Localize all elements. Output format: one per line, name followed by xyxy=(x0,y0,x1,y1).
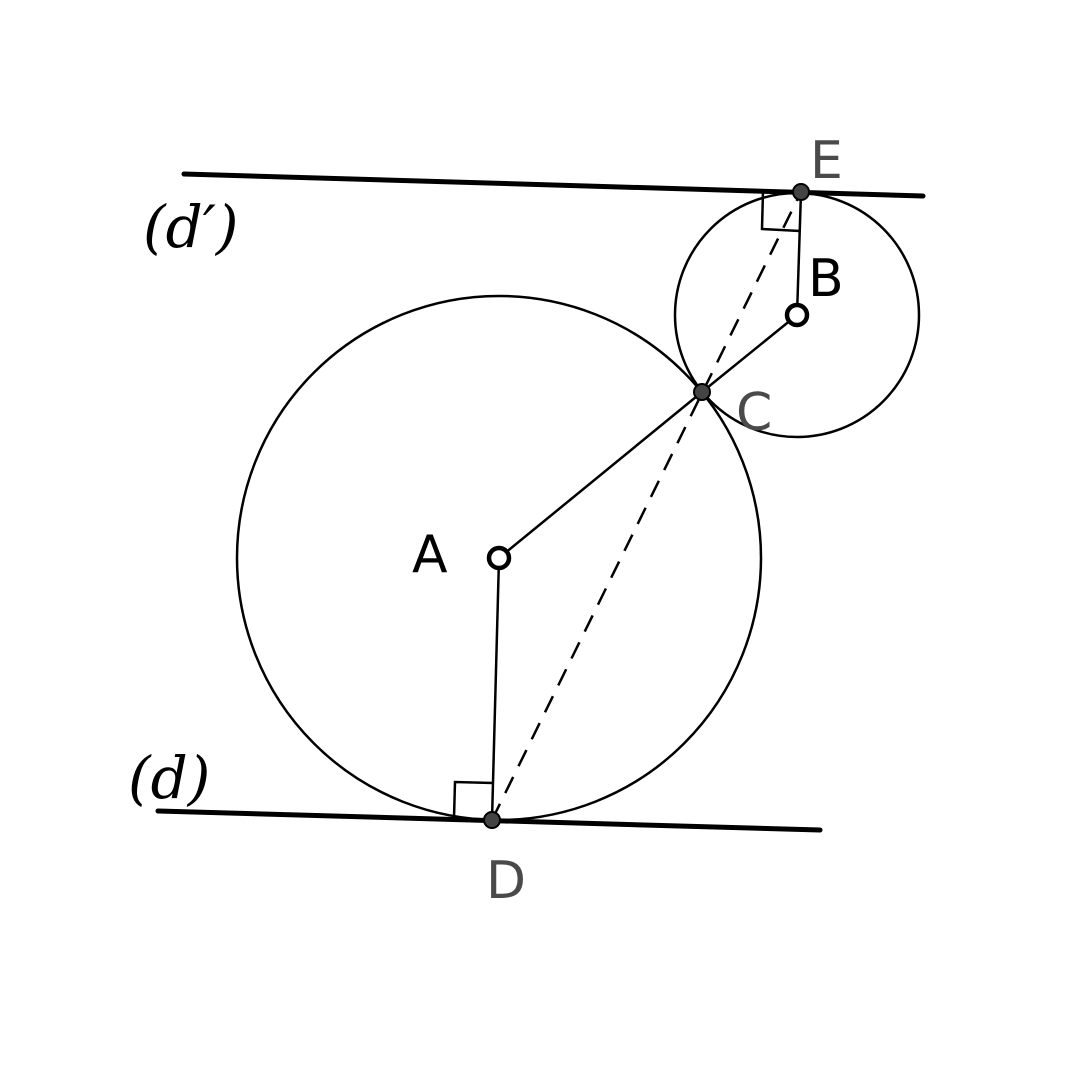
point-e xyxy=(792,183,810,201)
label-line-d: (d) xyxy=(128,744,210,812)
label-c: C xyxy=(736,383,772,443)
right-angle-mark-d xyxy=(452,780,494,819)
segment-a-c xyxy=(498,391,703,559)
point-c xyxy=(693,383,711,401)
label-b: B xyxy=(808,249,844,309)
label-a: A xyxy=(412,525,448,585)
right-angle-mark-e xyxy=(760,190,801,233)
label-d: D xyxy=(486,851,526,911)
segment-b-e xyxy=(795,191,803,316)
label-line-d-prime: (d′) xyxy=(143,193,239,261)
segment-c-b xyxy=(701,314,798,393)
segment-a-d xyxy=(490,557,501,821)
point-b xyxy=(784,302,810,328)
dashed-segment-d-e xyxy=(490,191,803,821)
point-d xyxy=(483,811,501,829)
point-a xyxy=(486,545,512,571)
label-e: E xyxy=(810,131,843,191)
